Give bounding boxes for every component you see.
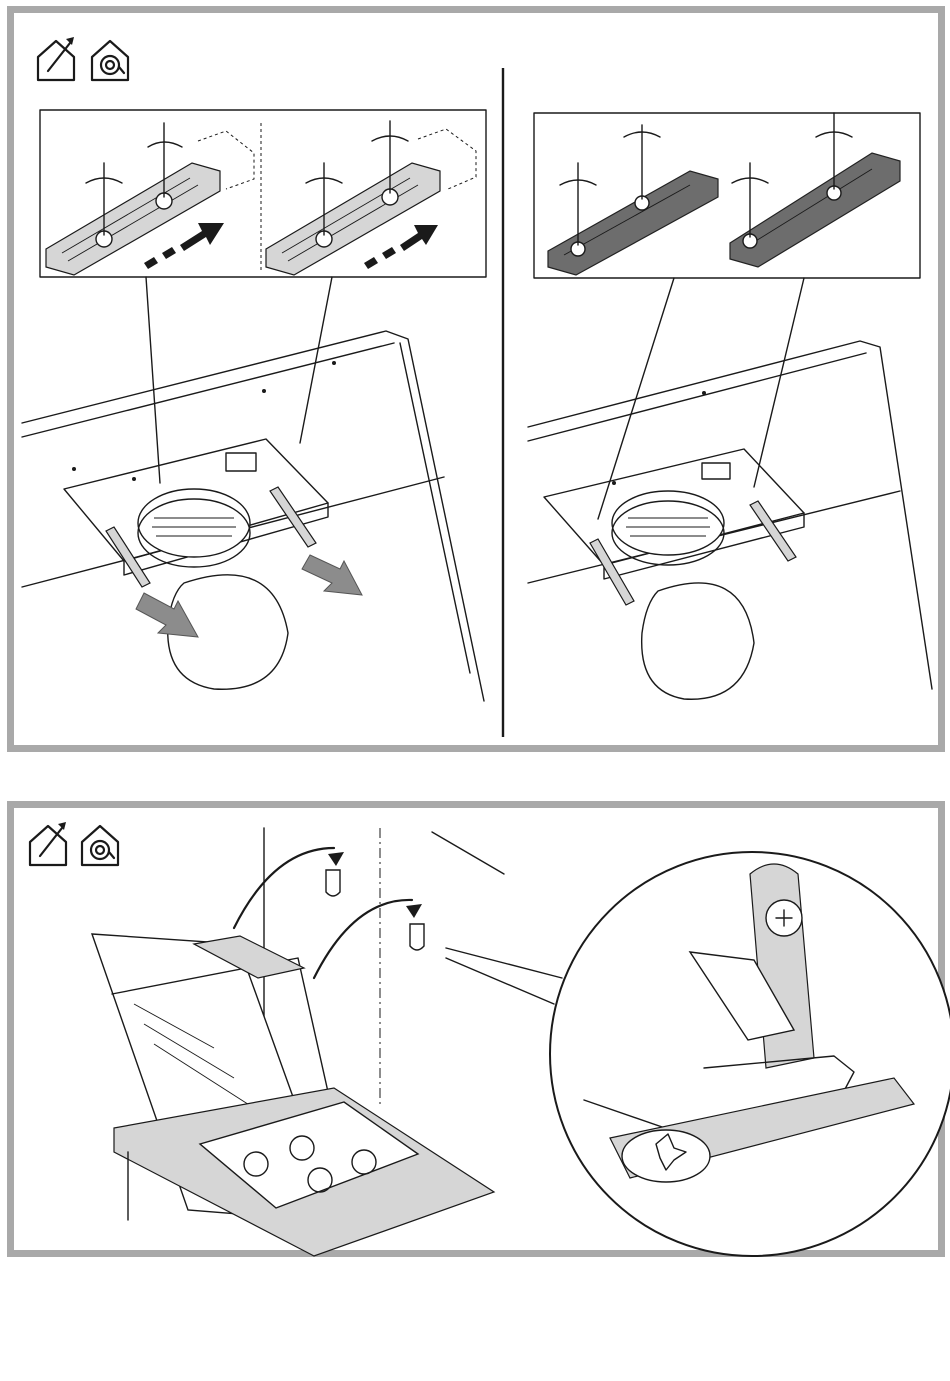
adjustment-bracket [730,113,900,267]
zoom-detail [550,852,950,1256]
push-arrow [364,225,438,269]
house-recirculation-icon [82,826,118,865]
push-arrow [144,223,224,269]
wall-hook [234,848,344,928]
bottom-illustration-panel [7,801,945,1257]
hood-body [22,331,484,701]
hood-body [528,341,932,689]
step-left [22,110,486,701]
house-exhaust-icon [38,37,74,80]
house-exhaust-icon [30,822,66,865]
adjustment-bracket [266,121,476,275]
top-illustration-panel [7,6,945,752]
house-recirculation-icon [92,41,128,80]
step-right [528,113,932,699]
cover-plate [642,583,754,699]
adjustment-bracket [548,125,718,275]
pull-arrow [136,593,198,637]
bottom-illustration [14,808,950,1264]
top-illustration [14,13,950,759]
wall-hook [314,900,424,978]
pull-arrow [302,555,362,595]
adjustment-bracket [46,123,254,275]
